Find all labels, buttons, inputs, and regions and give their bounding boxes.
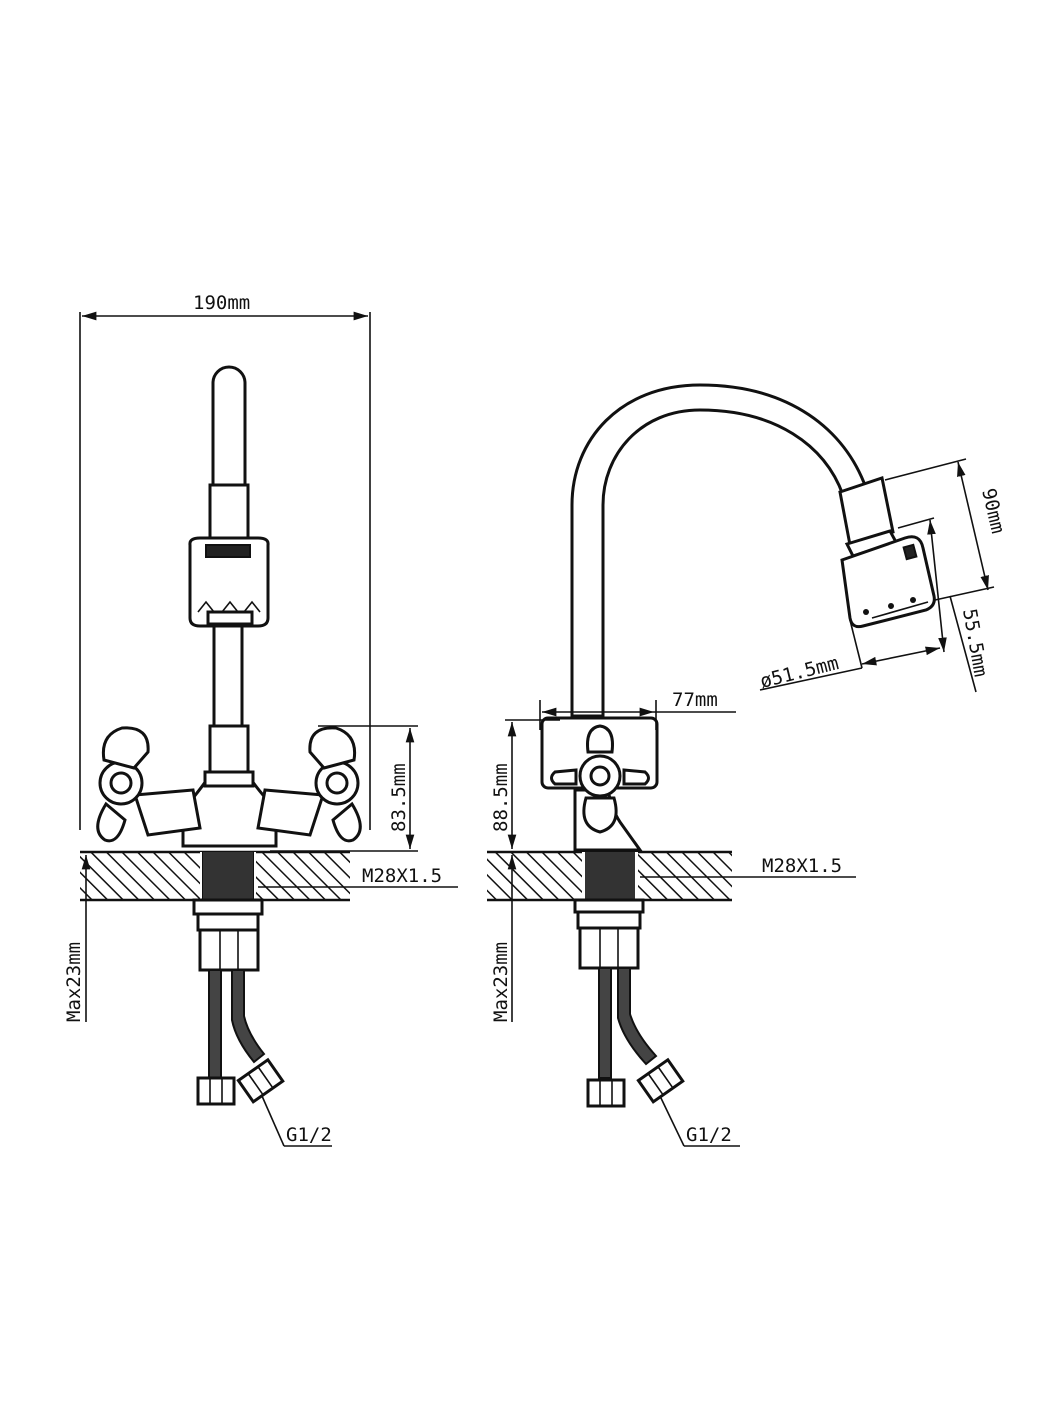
front-mounting-nut: [192, 898, 264, 972]
side-aerator-diameter-label: ø51.5mm: [758, 652, 841, 693]
front-countertop: [80, 850, 350, 902]
side-max-thickness-label: Max23mm: [490, 942, 512, 1022]
side-view: 90mm 55.5mm ø51.5mm 77mm 88.5mm: [487, 383, 1009, 1147]
side-supply-hoses: [586, 967, 685, 1108]
front-width-label: 190mm: [193, 292, 250, 314]
front-view: 190mm: [63, 292, 458, 1147]
side-valve-body: [540, 716, 659, 852]
side-aerator: [838, 476, 936, 629]
side-handle-height-label: 88.5mm: [490, 763, 512, 832]
side-reach-label: 77mm: [672, 689, 718, 711]
side-aerator-height-label: 90mm: [977, 486, 1009, 536]
front-supply-hoses: [196, 969, 285, 1106]
side-mounting-nut: [573, 898, 645, 970]
front-handle-height-label: 83.5mm: [388, 763, 410, 832]
front-hose-thread-label: G1/2: [286, 1124, 332, 1146]
side-countertop: [487, 850, 732, 902]
front-thread-label: M28X1.5: [362, 865, 442, 887]
front-valve-body: [96, 726, 362, 848]
side-thread-label: M28X1.5: [762, 855, 842, 877]
front-max-thickness-label: Max23mm: [63, 942, 85, 1022]
side-hose-thread-label: G1/2: [686, 1124, 732, 1146]
front-spout: [188, 365, 270, 776]
